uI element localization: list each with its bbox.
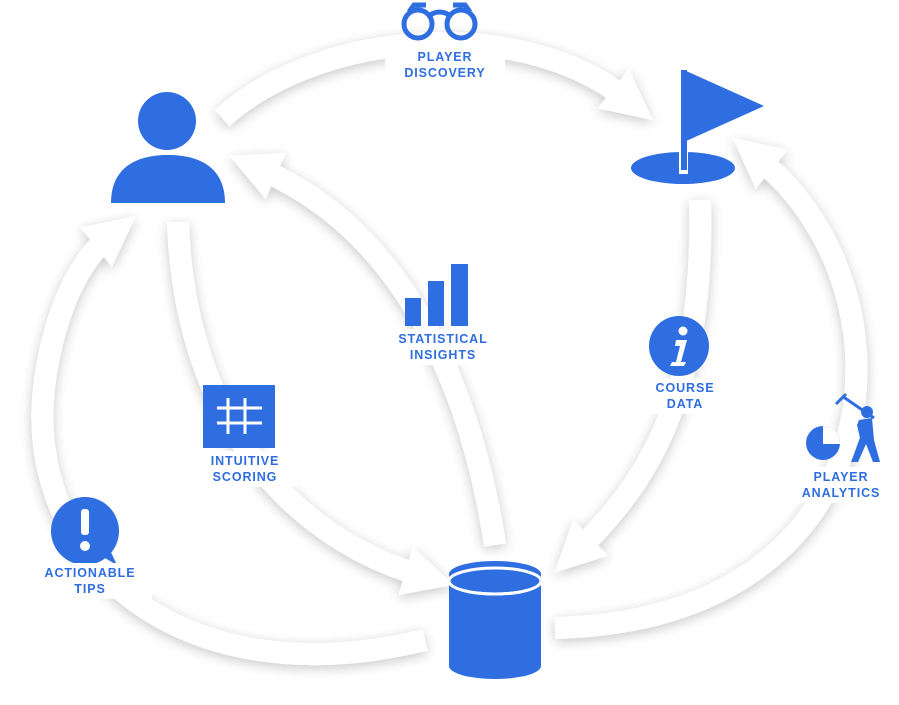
player-discovery-line2: DISCOVERY [404, 66, 486, 80]
person-icon [111, 92, 225, 203]
statistical-insights-line2: INSIGHTS [409, 348, 477, 362]
course-data-label: COURSE DATA [636, 378, 734, 414]
player-discovery-line1: PLAYER [417, 50, 473, 64]
arrow-database-to-course [554, 137, 868, 639]
alert-bubble-icon [51, 497, 119, 565]
intuitive-scoring-line2: SCORING [212, 470, 278, 484]
bar-chart-icon [405, 264, 468, 326]
scorecard-icon [203, 385, 275, 448]
actionable-tips-line2: TIPS [74, 582, 106, 596]
database-icon [447, 561, 543, 679]
player-discovery-label: PLAYER DISCOVERY [385, 47, 505, 83]
player-analytics-line2: ANALYTICS [801, 486, 881, 500]
player-analytics-label: PLAYER ANALYTICS [783, 467, 899, 503]
arrow-player-to-course [214, 32, 653, 127]
statistical-insights-line1: STATISTICAL [398, 332, 488, 346]
course-data-line1: COURSE [655, 381, 715, 395]
binoculars-icon [401, 2, 478, 41]
course-data-line2: DATA [666, 397, 704, 411]
arrow-database-to-player-outer [31, 216, 428, 666]
statistical-insights-label: STATISTICAL INSIGHTS [380, 329, 506, 365]
golf-flag-icon [631, 68, 764, 184]
golfer-pie-chart-icon [806, 392, 880, 462]
intuitive-scoring-label: INTUITIVE SCORING [192, 451, 298, 487]
actionable-tips-label: ACTIONABLE TIPS [28, 563, 152, 599]
player-analytics-line1: PLAYER [813, 470, 869, 484]
intuitive-scoring-line1: INTUITIVE [210, 454, 280, 468]
info-icon [649, 316, 709, 376]
arrow-course-to-database [554, 199, 712, 573]
actionable-tips-line1: ACTIONABLE [44, 566, 136, 580]
